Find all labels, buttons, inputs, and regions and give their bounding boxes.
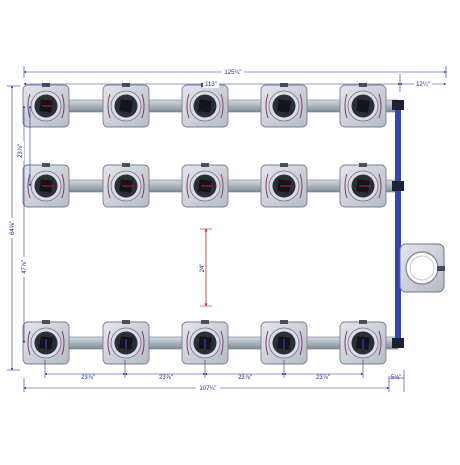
square-pot-icon — [22, 320, 70, 365]
overall-width-label: 125¼" — [224, 70, 241, 76]
square-pot-icon — [260, 320, 308, 365]
inner-width-label: 113" — [205, 82, 217, 88]
row-span-label: 47⅞" — [22, 260, 28, 274]
aisle-gap-label: 24" — [200, 264, 206, 273]
overall-depth-label: 64⅝" — [10, 221, 16, 235]
square-pot-icon — [260, 83, 308, 128]
square-pot-icon — [181, 320, 229, 365]
square-pot-icon — [181, 163, 229, 208]
square-pot-icon — [339, 320, 387, 365]
column-pitch-label-3: 23⅞" — [238, 375, 252, 381]
square-pot-icon — [102, 320, 150, 365]
square-pot-icon — [102, 163, 150, 208]
reservoir-offset-label: 12¼" — [416, 82, 430, 88]
manifold-pipe — [395, 104, 401, 347]
pipe-group — [29, 99, 409, 350]
pot-grid — [22, 83, 387, 365]
end-offset-label: 5⅛" — [391, 375, 401, 381]
column-pitch-label-4: 23⅞" — [316, 375, 330, 381]
manifold-end-top — [392, 100, 404, 110]
manifold-end-mid — [392, 181, 404, 191]
dimension-labels: 125¼" 113" 12¼" 64⅝" 47⅞" 23⅞" 23⅞" 23⅞"… — [8, 68, 432, 392]
square-pot-icon — [260, 163, 308, 208]
reservoir-tank-icon — [399, 243, 445, 293]
column-pitch-label-1: 23⅞" — [81, 375, 95, 381]
square-pot-icon — [339, 83, 387, 128]
column-pitch-label-2: 23⅞" — [159, 375, 173, 381]
aisle-marker: 24" — [200, 228, 212, 307]
square-pot-icon — [339, 163, 387, 208]
manifold-end-bottom — [392, 338, 404, 348]
row-pitch-label: 23⅞" — [18, 144, 24, 158]
base-width-label: 107¼" — [199, 386, 216, 392]
square-pot-icon — [181, 83, 229, 128]
square-pot-icon — [102, 83, 150, 128]
